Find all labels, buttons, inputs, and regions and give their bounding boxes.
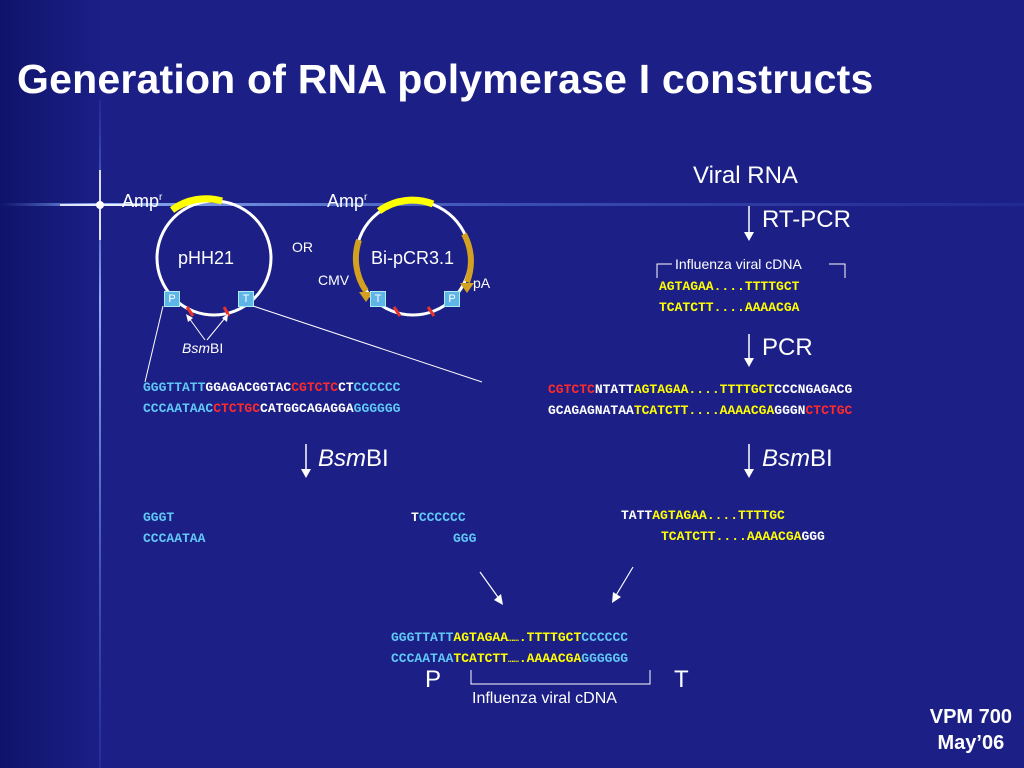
final-seq-line1: GGGTTATTAGTAGAA…….TTTTGCTCCCCCC	[391, 630, 629, 645]
cdna-seq-line1: AGTAGAA....TTTTGCT	[659, 279, 800, 294]
bsmbi-pointer-2	[206, 317, 226, 341]
final-t-label: T	[674, 666, 689, 693]
amp-label-1: Ampr	[122, 191, 163, 211]
footer-course-date: VPM 700 May’06	[930, 704, 1012, 756]
bsmbi-arrow-right-head	[744, 469, 754, 478]
cmv-arrowhead	[359, 292, 373, 302]
final-cdna-label: Influenza viral cDNA	[472, 690, 617, 707]
slide-title: Generation of RNA polymerase I construct…	[17, 56, 874, 102]
bsmbi-site-label: BsmBI	[182, 340, 224, 356]
cdna-label: Influenza viral cDNA	[675, 256, 802, 272]
cmv-marker	[352, 239, 369, 293]
zoom-line-right	[252, 305, 483, 383]
bsmbi-site-2a	[392, 306, 402, 317]
bsmbi-site-1a	[185, 306, 195, 317]
pcr-seq-line2: GCAGAGNATAATCATCTT....AAAACGAGGGNCTCTGC	[548, 403, 853, 418]
final-seq-line2: CCCAATAATCATCTT…….AAAACGAGGGGGG	[391, 651, 629, 666]
cdna-seq-line2: TCATCTT....AAAACGA	[659, 300, 800, 315]
bsmbi-arrow-left-head	[301, 469, 311, 478]
plasmid-name-phh21: pHH21	[178, 248, 235, 268]
phh21-seq-line2: CCCAATAACCTCTGCCATGGCAGAGGAGGGGGG	[143, 401, 401, 416]
plasmid-name-bipcr: Bi-pCR3.1	[371, 248, 455, 268]
cmv-label: CMV	[318, 272, 350, 288]
pcr-seq-line1: CGTCTCNTATTAGTAGAA....TTTTGCTCCCNGAGACG	[548, 382, 853, 397]
cdna-bracket-right	[829, 263, 846, 278]
pa-marker	[461, 232, 474, 284]
amp-marker-2	[376, 196, 435, 214]
promoter-box-2: P	[444, 291, 460, 307]
bsmbi-pointer-2-head	[222, 314, 228, 322]
bsmbi-step-label-right: BsmBI	[762, 445, 833, 472]
amp-label-2: Ampr	[327, 191, 368, 211]
cdna-bracket	[656, 263, 672, 278]
viral-rna-label: Viral RNA	[693, 162, 798, 189]
bsmbi-pointer-1	[188, 317, 206, 341]
phh21-seq-line1: GGGTTATTGGAGACGGTACCGTCTCCTCCCCCC	[143, 380, 401, 395]
rtpcr-label: RT-PCR	[762, 206, 851, 233]
amp-marker-1	[169, 195, 223, 213]
pcr-frag-line2: TCATCTT....AAAACGAGGG	[661, 529, 825, 544]
frag-left-line1: GGGT	[143, 510, 175, 525]
zoom-line-left	[144, 305, 164, 383]
rtpcr-arrow-head	[744, 232, 754, 241]
final-p-label: P	[425, 666, 442, 693]
or-label: OR	[292, 239, 313, 255]
terminator-box-2: T	[370, 291, 386, 307]
bsmbi-pointer-1-head	[186, 314, 193, 322]
pcr-arrow-head	[744, 358, 754, 367]
final-cdna-bracket	[470, 670, 651, 685]
footer-date: May’06	[937, 732, 1005, 754]
pcr-frag-line1: TATTAGTAGAA....TTTTGC	[621, 508, 785, 523]
frag-left-line2: CCCAATAA	[143, 531, 206, 546]
converge-arrow-left	[479, 571, 501, 601]
converge-arrow-right	[614, 566, 634, 598]
pa-arrowhead	[460, 283, 474, 293]
frag-right-line2: GGG	[453, 531, 477, 546]
terminator-box-1: T	[238, 291, 254, 307]
pcr-label: PCR	[762, 334, 813, 361]
converge-arrow-right-head	[612, 592, 621, 603]
promoter-box-1: P	[164, 291, 180, 307]
bsmbi-site-2b	[426, 306, 436, 317]
converge-arrow-left-head	[494, 594, 503, 605]
frag-right-line1: TCCCCCC	[411, 510, 466, 525]
footer-course: VPM 700	[929, 706, 1012, 728]
bsmbi-site-1b	[222, 306, 231, 317]
pa-label: pA	[473, 275, 491, 291]
bsmbi-step-label-left: BsmBI	[318, 445, 389, 472]
